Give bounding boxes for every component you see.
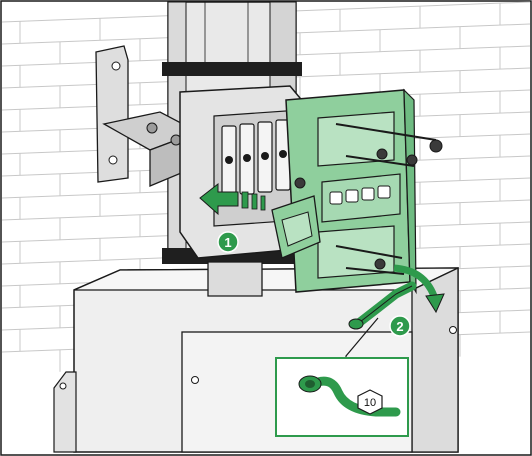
wrench-size-label: 10 xyxy=(364,397,376,409)
hex-nut xyxy=(429,139,443,153)
wrench-callout: 10 xyxy=(275,357,409,437)
cabinet-bracket xyxy=(53,371,77,453)
green-adapter-frame xyxy=(271,88,443,295)
rotate-arrow-icon xyxy=(393,264,445,314)
hex-key-icon xyxy=(348,281,417,330)
cabinet-screw xyxy=(449,326,457,334)
wall-bracket xyxy=(95,45,200,187)
tap-off-unit xyxy=(179,85,311,259)
hex-nut xyxy=(374,258,386,270)
step-number: 2 xyxy=(396,319,403,334)
size-hexagon xyxy=(357,389,383,415)
door-screw xyxy=(191,376,199,384)
insert-arrow-icon xyxy=(199,182,266,216)
hex-nut xyxy=(294,177,306,189)
step-badge-2: 2 xyxy=(389,315,411,337)
duct-clamp-top xyxy=(162,62,302,76)
hex-nut xyxy=(376,148,388,160)
step-badge-1: 1 xyxy=(217,231,239,253)
threaded-rods xyxy=(335,123,437,275)
step-number: 1 xyxy=(224,235,231,250)
hex-nut xyxy=(406,154,418,166)
